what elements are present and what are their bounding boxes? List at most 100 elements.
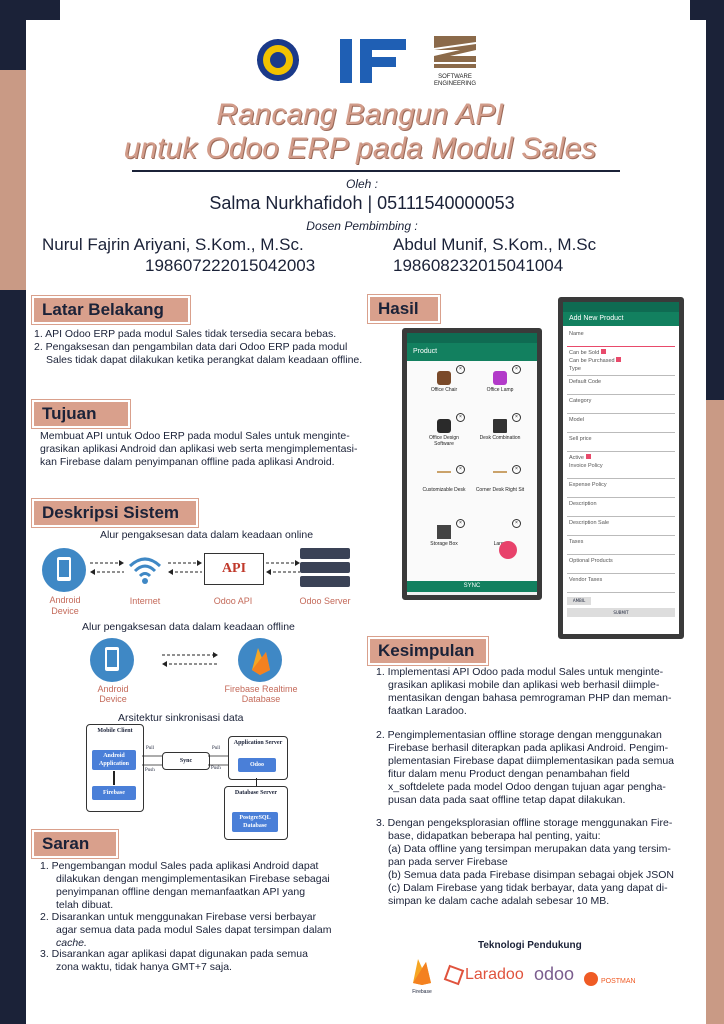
supervisor1-id: 198607222015042003 bbox=[145, 256, 316, 275]
author-name: Salma Nurkhafidoh | 05111540000053 bbox=[209, 193, 515, 213]
active-checkbox[interactable]: Active bbox=[567, 452, 675, 461]
saran-s1a: 1. Pengembangan modul Sales pada aplikas… bbox=[40, 860, 319, 872]
internet-label: Internet bbox=[129, 596, 161, 606]
online-arrows bbox=[88, 558, 302, 578]
product-item[interactable]: ×Corner Desk Right Sit bbox=[475, 465, 525, 493]
mobile-client-label: Mobile Client bbox=[97, 728, 133, 734]
tujuan-line1: Membuat API untuk Odoo ERP pada modul Sa… bbox=[40, 430, 350, 442]
product-item[interactable]: ×Office Lamp bbox=[475, 365, 525, 393]
offline-arrows bbox=[160, 650, 220, 670]
latar-item2a: 2. Pengaksesan dan pengambilan data dari… bbox=[34, 341, 348, 353]
software-engineering-logo: SOFTWARE ENGINEERING bbox=[430, 34, 480, 87]
default-code-field[interactable]: Default Code bbox=[567, 376, 675, 395]
latar-item2b: Sales tidak dapat dilakukan ketika peran… bbox=[46, 354, 363, 366]
type-field[interactable]: Type bbox=[567, 363, 675, 376]
product-item[interactable]: ×Storage Box bbox=[419, 519, 469, 547]
saran-s3b: zona waktu, tidak hanya GMT+7 saja. bbox=[56, 961, 232, 973]
supervisor2-id: 198608232015041004 bbox=[393, 256, 564, 275]
odoo-logo: odoo bbox=[534, 964, 575, 984]
supervisor2-name: Abdul Munif, S.Kom., M.Sc bbox=[393, 235, 597, 254]
remove-icon[interactable]: × bbox=[456, 465, 465, 474]
postman-text: POSTMAN bbox=[601, 978, 636, 985]
expense-policy-field[interactable]: Expense Policy bbox=[567, 479, 675, 498]
laradoo-logo: Laradoo bbox=[443, 964, 524, 986]
tujuan-line3: kan Firebase dalam penyimpanan offline p… bbox=[40, 456, 335, 468]
storage-box-image bbox=[437, 525, 451, 539]
phone2-status-bar bbox=[563, 302, 679, 312]
api-box-label: API bbox=[221, 561, 247, 576]
check-icon bbox=[616, 357, 622, 362]
can-be-purchased-checkbox[interactable]: Can be Purchased bbox=[567, 355, 675, 364]
taxes-field[interactable]: Taxes bbox=[567, 536, 675, 555]
office-chair-image bbox=[437, 371, 451, 385]
laradoo-text: Laradoo bbox=[465, 966, 524, 983]
invoice-policy-field[interactable]: Invoice Policy bbox=[567, 460, 675, 479]
firebase-logo: Firebase bbox=[410, 955, 434, 995]
check-icon bbox=[600, 349, 606, 354]
remove-icon[interactable]: × bbox=[456, 413, 465, 422]
its-logo bbox=[255, 37, 301, 83]
phone1-status-bar bbox=[407, 333, 537, 343]
title-line2: untuk Odoo ERP pada Modul Sales bbox=[123, 132, 597, 165]
office-lamp-image bbox=[493, 371, 507, 385]
category-field[interactable]: Category bbox=[567, 395, 675, 414]
deskripsi-heading: Deskripsi Sistem bbox=[32, 499, 198, 527]
remove-icon[interactable]: × bbox=[512, 465, 521, 474]
add-fab-button[interactable] bbox=[499, 541, 517, 559]
submit-button[interactable]: SUBMIT bbox=[567, 608, 675, 617]
sync-button[interactable]: SYNC bbox=[407, 581, 537, 592]
ambil-button[interactable]: AMBIL bbox=[567, 597, 591, 605]
product-item[interactable]: ×Office Design Software bbox=[419, 413, 469, 447]
product-item[interactable]: ×Desk Combination bbox=[479, 413, 521, 441]
app-server-label: Application Server bbox=[233, 740, 283, 746]
vendor-taxes-field[interactable]: Vendor Taxes bbox=[567, 574, 675, 593]
sync-caption: Arsitektur sinkronisasi data bbox=[118, 712, 244, 724]
product-item[interactable]: ×Customizable Desk bbox=[422, 465, 466, 493]
bg-navy-left bbox=[0, 290, 28, 1024]
description-field[interactable]: Description bbox=[567, 498, 675, 517]
android-app-box: Android Application bbox=[92, 750, 136, 770]
phone2-appbar: Add New Product bbox=[563, 312, 679, 326]
server-arrow bbox=[256, 778, 257, 786]
title-underline bbox=[132, 170, 620, 172]
saran-s2a: 2. Disarankan untuk menggunakan Firebase… bbox=[40, 911, 317, 923]
remove-icon[interactable]: × bbox=[512, 413, 521, 422]
product-item[interactable]: ×Office Chair bbox=[419, 365, 469, 393]
office-design-image bbox=[437, 419, 451, 433]
bg-tan-top-left bbox=[0, 70, 28, 290]
saran-heading: Saran bbox=[32, 830, 118, 858]
remove-icon[interactable]: × bbox=[512, 365, 521, 374]
add-product-form: Name Can be Sold Can be Purchased Type D… bbox=[563, 326, 679, 619]
add-product-phone: Add New Product Name Can be Sold Can be … bbox=[558, 297, 684, 639]
latar-item1: 1. API Odoo ERP pada modul Sales tidak t… bbox=[34, 328, 337, 340]
optional-products-field[interactable]: Optional Products bbox=[567, 555, 675, 574]
tujuan-heading: Tujuan bbox=[32, 400, 130, 428]
remove-icon[interactable]: × bbox=[456, 365, 465, 374]
check-icon bbox=[585, 454, 591, 459]
can-be-sold-checkbox[interactable]: Can be Sold bbox=[567, 347, 675, 356]
odoo-api-label: Odoo API bbox=[213, 596, 253, 606]
name-field[interactable]: Name bbox=[567, 328, 675, 347]
laradoo-icon bbox=[443, 964, 465, 986]
description-sale-field[interactable]: Description Sale bbox=[567, 517, 675, 536]
offline-caption: Alur pengaksesan data dalam keadaan offl… bbox=[82, 621, 295, 633]
online-caption: Alur pengaksesan data dalam keadaan onli… bbox=[100, 529, 314, 541]
latar-heading: Latar Belakang bbox=[32, 296, 190, 324]
product-item[interactable]: ×Large bbox=[475, 519, 525, 547]
sell-price-field[interactable]: Sell price bbox=[567, 433, 675, 452]
product-list-phone: Product ×Office Chair ×Office Lamp ×Offi… bbox=[402, 328, 542, 600]
sync-box: Sync bbox=[162, 752, 210, 770]
desk-combination-image bbox=[493, 419, 507, 433]
android-device-label-2: Android Device bbox=[97, 684, 129, 704]
remove-icon[interactable]: × bbox=[512, 519, 521, 528]
saran-s2b: agar semua data pada modul Sales dapat t… bbox=[56, 924, 332, 936]
model-field[interactable]: Model bbox=[567, 414, 675, 433]
android-device-icon-2 bbox=[90, 638, 134, 682]
software-engineering-text: SOFTWARE ENGINEERING bbox=[433, 74, 476, 87]
firebase-logo-text: Firebase bbox=[412, 989, 432, 995]
kesimpulan-heading: Kesimpulan bbox=[368, 637, 488, 665]
push-label-1: Push bbox=[145, 768, 155, 773]
postman-logo: POSTMAN bbox=[584, 968, 636, 987]
remove-icon[interactable]: × bbox=[456, 519, 465, 528]
customizable-desk-image bbox=[437, 471, 451, 485]
